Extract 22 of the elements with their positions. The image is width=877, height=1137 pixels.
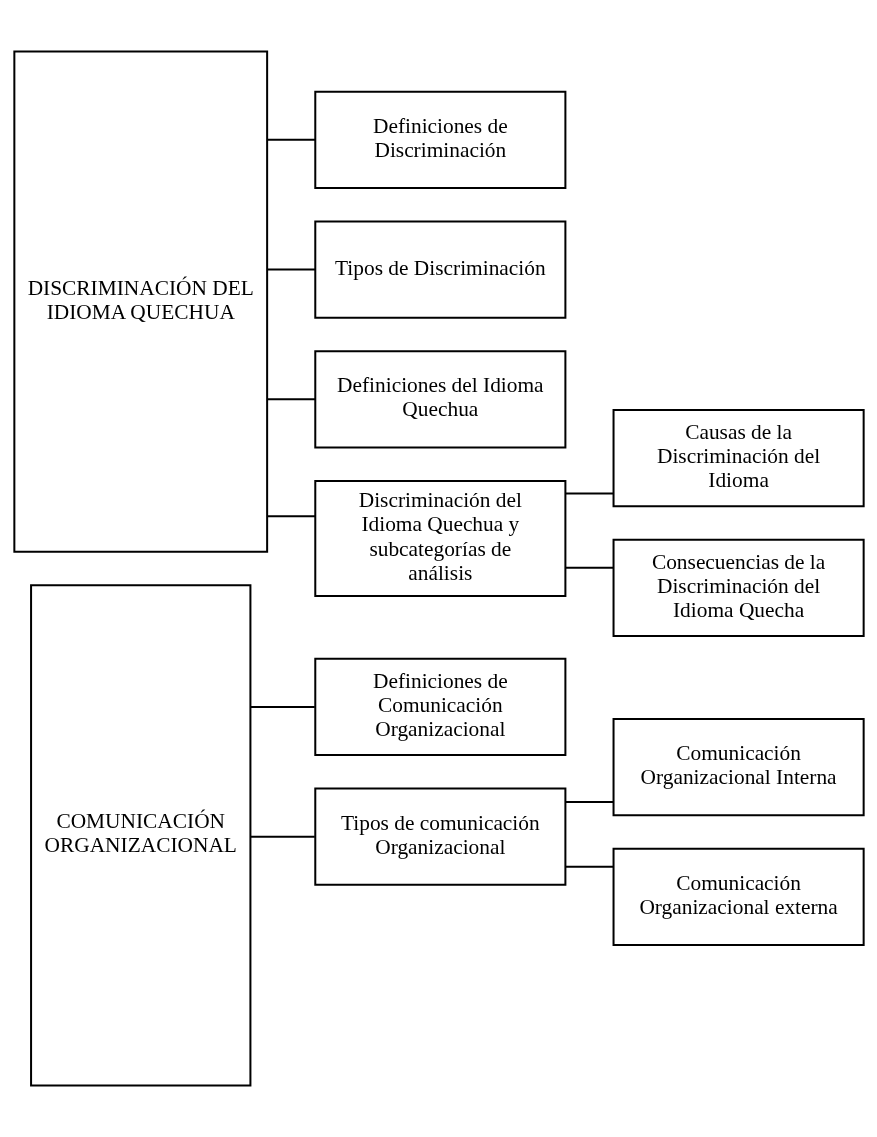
- connector: [250, 705, 315, 708]
- connector: [565, 492, 613, 495]
- connector: [266, 398, 315, 401]
- node-box: Comunicación Organizacional Interna: [612, 717, 865, 817]
- node-box: Discriminación del Idioma Quechua y subcategorías de análisis: [313, 479, 566, 597]
- node-box: Definiciones del Idioma Quechua: [313, 350, 566, 449]
- connector: [266, 138, 315, 141]
- connector: [266, 515, 315, 518]
- node-box: COMUNICACIÓN ORGANIZACIONAL: [29, 584, 251, 1087]
- node-box: Consecuencias de la Discriminación del Idioma Quecha: [612, 538, 865, 638]
- node-box: Causas de la Discriminación del Idioma: [612, 409, 865, 508]
- connector: [565, 566, 613, 569]
- connector: [565, 800, 613, 803]
- node-box: Tipos de Discriminación: [313, 220, 566, 319]
- node-box: Definiciones de Comunicación Organizacional: [313, 657, 566, 757]
- node-box: Definiciones de Discriminación: [313, 90, 566, 189]
- connector: [250, 835, 315, 838]
- node-box: Tipos de comunicación Organizacional: [313, 787, 566, 886]
- connector: [565, 865, 613, 868]
- node-box: DISCRIMINACIÓN DEL IDIOMA QUECHUA: [12, 50, 268, 553]
- node-box: Comunicación Organizacional externa: [612, 847, 865, 946]
- connector: [266, 268, 315, 271]
